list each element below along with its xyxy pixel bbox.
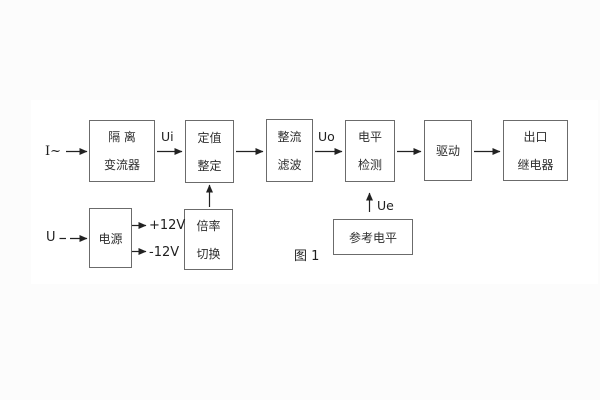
block-label: 检测	[357, 158, 382, 172]
block-power-supply: 电源	[89, 208, 132, 268]
block-label: 出口	[523, 129, 548, 144]
block-setting-adjustment: 定值 整定	[185, 120, 234, 183]
block-isolation-transformer: 隔 离 变流器	[89, 120, 155, 182]
block-label: 继电器	[517, 157, 554, 172]
figure-caption: 图 1	[294, 249, 320, 264]
block-label: 整流	[277, 129, 302, 144]
block-drive: 驱动	[424, 120, 472, 181]
block-level-detection: 电平 检测	[345, 120, 395, 182]
block-label: 参考电平	[348, 230, 397, 245]
block-label: 隔 离	[108, 130, 136, 144]
label-minus-12v: -12V	[149, 245, 180, 260]
block-label: 滤波	[277, 157, 302, 172]
block-label: 变流器	[103, 158, 140, 172]
block-label: 驱动	[435, 144, 460, 158]
label-input-current: I~	[45, 144, 62, 159]
block-label: 电平	[357, 130, 382, 144]
block-output-relay: 出口 继电器	[503, 120, 568, 181]
block-label: 倍率	[196, 218, 221, 233]
block-rectifier-filter: 整流 滤波	[266, 119, 313, 182]
label-ue-signal: Ue	[377, 198, 394, 213]
block-label: 切换	[196, 246, 221, 261]
block-reference-level: 参考电平	[333, 219, 413, 255]
block-ratio-switching: 倍率 切换	[184, 209, 233, 270]
label-input-voltage: U	[46, 230, 56, 245]
block-label: 整定	[197, 158, 222, 173]
label-plus-12v: +12V	[149, 218, 186, 233]
label-uo-signal: Uo	[318, 129, 335, 144]
block-label: 电源	[98, 231, 123, 246]
label-ui-signal: Ui	[161, 129, 174, 144]
block-label: 定值	[197, 130, 222, 145]
